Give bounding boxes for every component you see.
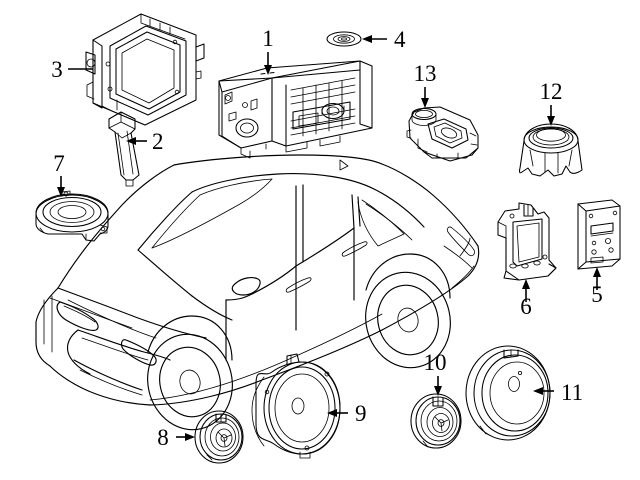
part-antenna-base-disc [326,31,362,47]
callout-label-4: 4 [394,27,406,52]
vehicle-body-outline [35,154,480,431]
callout-label-3: 3 [51,57,63,82]
callout-label-11: 11 [561,380,583,405]
part-antenna-roof-module [406,106,479,162]
part-antenna-mount-collar [518,123,583,177]
callout-label-13: 13 [414,61,437,86]
callout-label-9: 9 [355,401,367,426]
part-rear-tweeter-speaker [410,393,462,449]
part-module-mounting-bracket [497,202,557,281]
part-radio-head-unit [218,60,373,159]
part-amplifier-control-module [577,199,621,270]
part-display-screen-monitor [85,13,205,126]
callout-leaders [57,35,601,441]
callout-label-5: 5 [591,282,603,307]
callout-label-8: 8 [157,425,169,450]
callout-label-6: 6 [520,294,532,319]
part-dash-tweeter-speaker [35,190,109,242]
part-antenna-amplifier-module [108,111,140,187]
callout-label-2: 2 [152,129,164,154]
callout-labels: 1 2 3 4 5 6 7 8 9 10 11 12 13 [51,26,603,450]
callout-label-10: 10 [424,350,447,375]
callout-label-12: 12 [540,79,563,104]
callout-label-1: 1 [262,26,274,51]
part-rear-deck-speaker [465,345,551,441]
part-door-woofer-speaker [251,353,341,459]
callout-label-7: 7 [53,151,65,176]
